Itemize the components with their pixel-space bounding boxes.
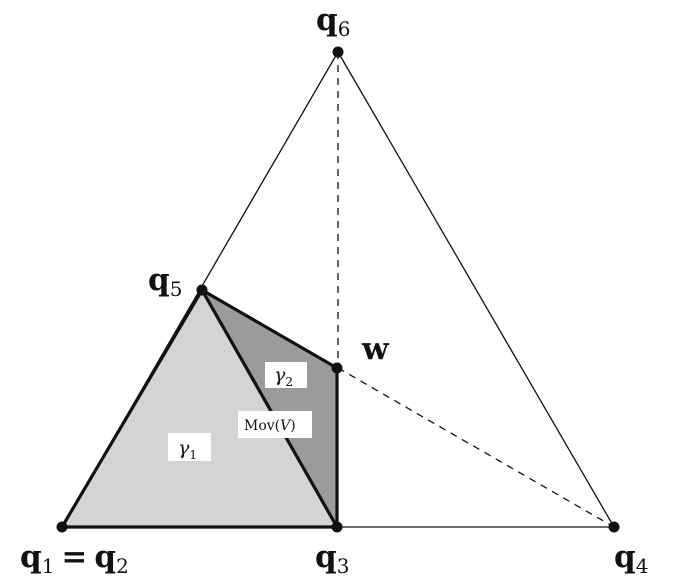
- w-label: w: [361, 331, 390, 367]
- vertex-w-dot: [331, 362, 343, 374]
- q1-sub: 1: [42, 554, 55, 578]
- thick-q1-q5: [60, 288, 204, 529]
- mov-post: ): [290, 418, 295, 434]
- mov-label-bg: [238, 411, 312, 438]
- vertex-q3-dot: [331, 521, 343, 533]
- edge-q6-q4: [337, 51, 615, 528]
- q4-sub: 4: [636, 554, 649, 578]
- gamma2-label: γ2: [274, 364, 293, 389]
- thick-q5-w: [200, 288, 339, 370]
- q5-label: q5: [148, 262, 182, 301]
- mov-pre: Mov(: [244, 418, 280, 434]
- q6-sub: 6: [338, 17, 351, 41]
- q3-label: q3: [315, 539, 349, 578]
- q1-q2-equals: =: [61, 539, 87, 575]
- q4-base: q: [614, 539, 636, 575]
- vertex-q4-dot: [608, 521, 620, 533]
- q6-label: q6: [316, 2, 350, 41]
- mov-var: V: [280, 418, 292, 434]
- gamma2-base: γ: [274, 364, 286, 386]
- q4-label: q4: [614, 539, 648, 578]
- q1-base: q: [20, 539, 42, 575]
- q3-base: q: [315, 539, 337, 575]
- mov-label: Mov(V): [244, 418, 296, 434]
- vertex-q1-q2-dot: [56, 521, 68, 533]
- q6-base: q: [316, 2, 338, 38]
- gamma1-base: γ: [178, 437, 190, 459]
- gamma2-label-bg: [265, 362, 307, 388]
- w-base: w: [361, 331, 390, 367]
- gamma1-sub: 1: [189, 448, 197, 462]
- thick-q5-q3: [200, 288, 339, 529]
- q3-sub: 3: [337, 554, 350, 578]
- q2-base: q: [94, 539, 116, 575]
- gamma1-region: [62, 290, 337, 527]
- gamma1-label-bg: [168, 433, 211, 461]
- vertex-q6-dot: [332, 46, 344, 58]
- q5-sub: 5: [170, 277, 183, 301]
- gamma2-sub: 2: [285, 375, 293, 389]
- q5-base: q: [148, 262, 170, 298]
- q2-sub: 2: [116, 554, 129, 578]
- gamma1-label: γ1: [178, 437, 197, 462]
- vertex-q5-dot: [196, 284, 208, 296]
- dashed-w-q4: [337, 367, 615, 528]
- q1-q2-label: q1=q2: [20, 539, 129, 578]
